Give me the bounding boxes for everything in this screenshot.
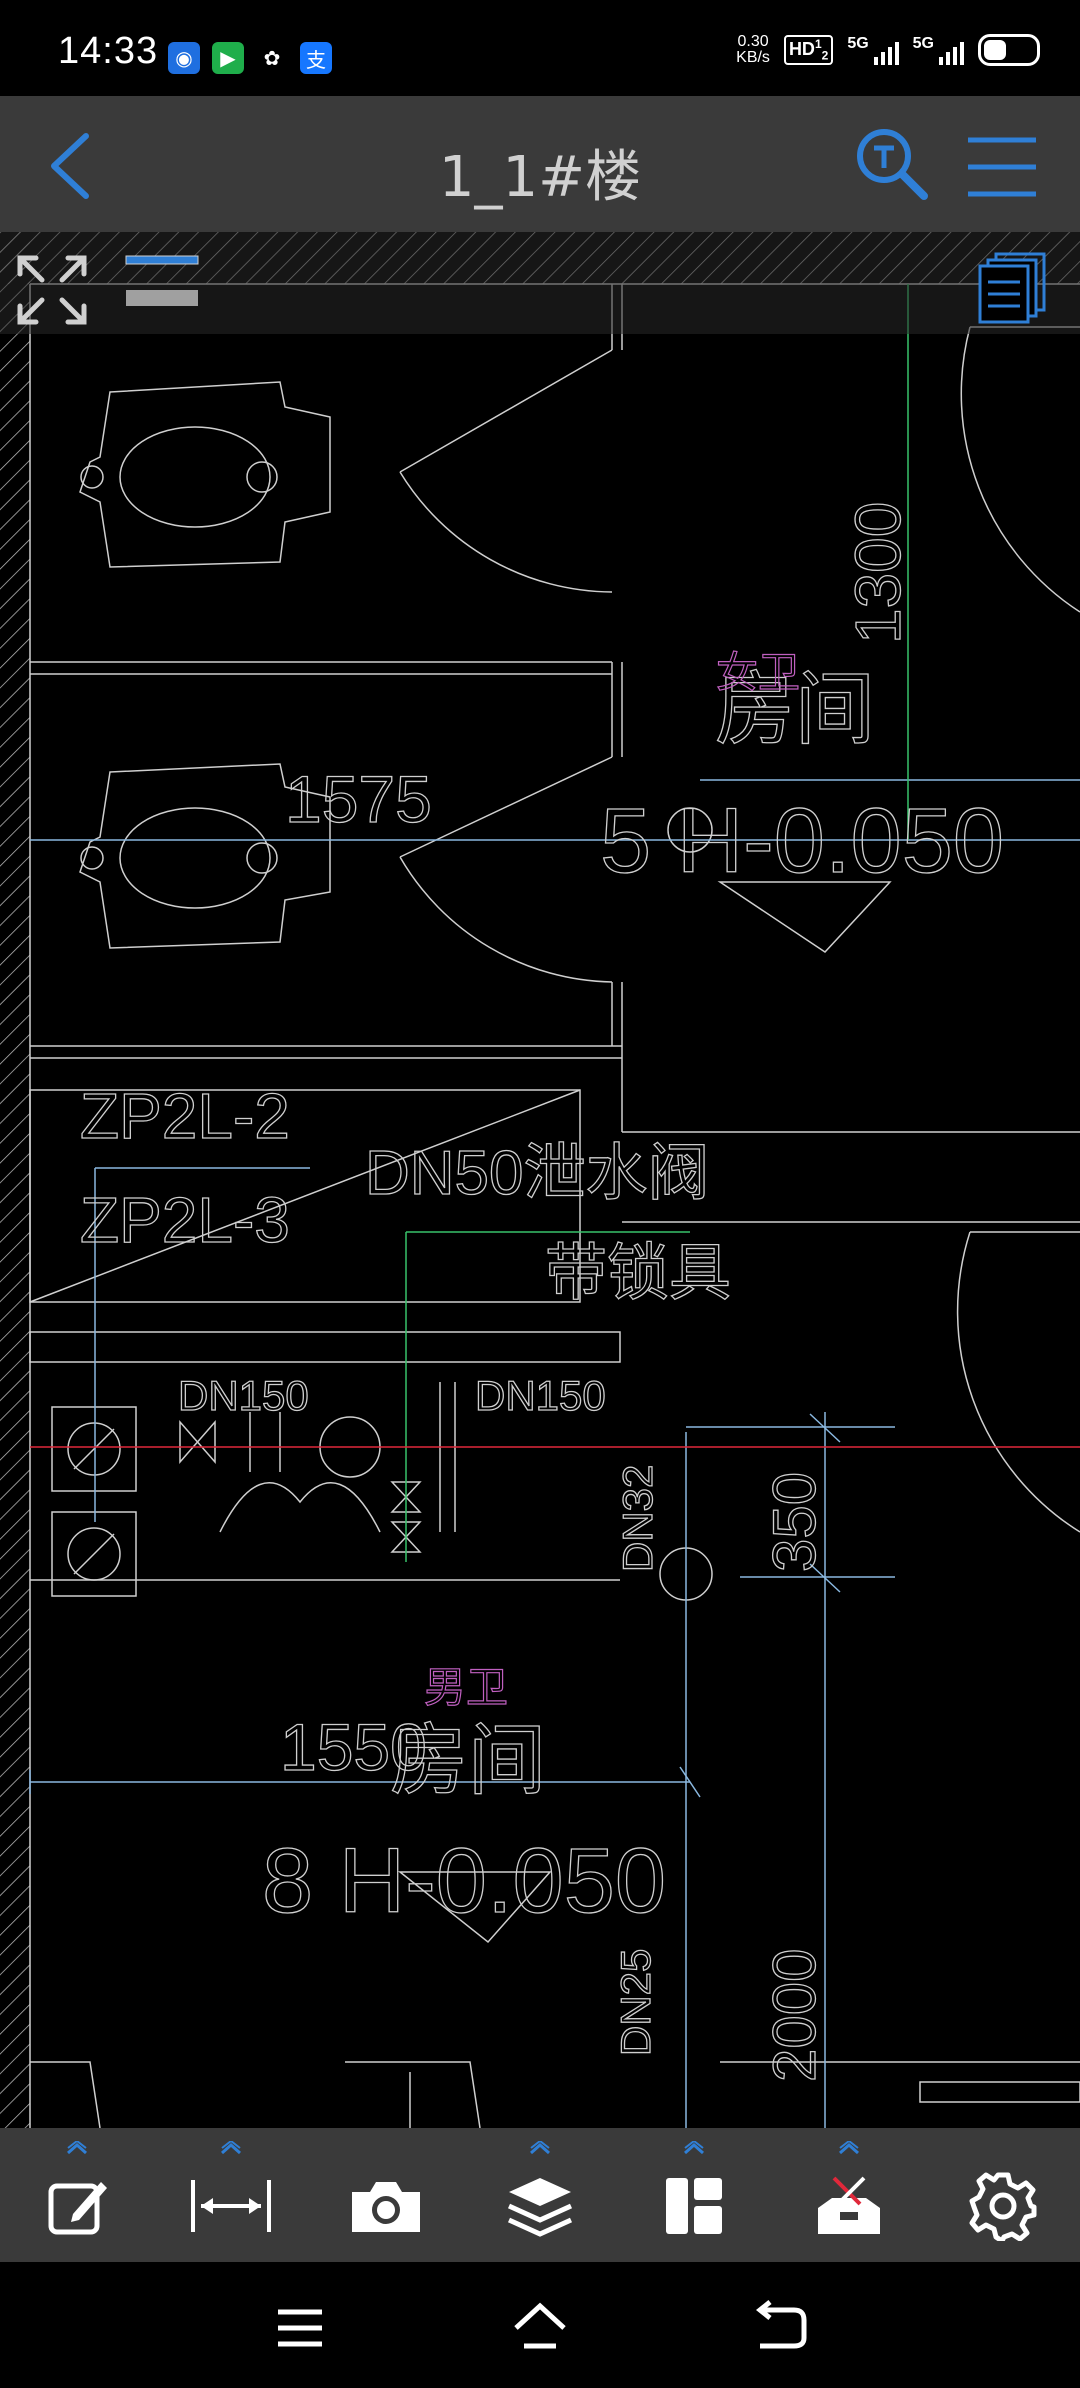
camera-tool-button[interactable]	[331, 2135, 441, 2255]
back-button[interactable]	[36, 126, 116, 206]
page-title: 1_1#楼	[438, 145, 642, 210]
toolbox-button[interactable]	[794, 2135, 904, 2255]
home-icon	[514, 2302, 566, 2349]
nav-menu-button[interactable]	[270, 2298, 330, 2358]
pipe-label-1: ZP2L-2	[80, 1080, 290, 1152]
dn32-label: DN32	[614, 1465, 661, 1572]
hd-badge: HD12	[783, 35, 834, 65]
network-2-label: 5G	[912, 35, 934, 52]
nav-menu-icon	[278, 2309, 322, 2347]
dim-2000: 2000	[761, 1949, 828, 2082]
dn150-label-a: DN150	[178, 1372, 309, 1419]
app-blue-icon: ◉	[168, 42, 200, 74]
alipay-icon: 支	[300, 42, 332, 74]
valve-label-2: 带锁具	[545, 1239, 731, 1308]
room-male-tag: 男卫	[424, 1664, 508, 1711]
bottom-toolbar	[0, 2128, 1080, 2262]
measure-tool-button[interactable]	[176, 2135, 286, 2255]
battery-icon	[978, 34, 1040, 66]
sim1-label: 1	[814, 37, 822, 52]
dim-1550: 1550	[280, 1710, 427, 1784]
text-search-button[interactable]	[852, 124, 932, 204]
room-female-code: 5 H-0.050	[600, 790, 1004, 892]
valve-label-1: DN50泄水阀	[365, 1139, 710, 1208]
camera-icon	[351, 2182, 420, 2232]
cad-drawing[interactable]: 1575 1300 房间 5 H-0.050 ZP2L-2 ZP2L-3 DN5…	[0, 232, 1080, 2128]
dn150-label-b: DN150	[475, 1372, 606, 1419]
expand-up-icon	[838, 2141, 859, 2155]
signal-2-icon: 5G	[913, 35, 964, 65]
room-male-main: 房间	[390, 1716, 546, 1804]
dim-1575: 1575	[285, 762, 432, 836]
layers-tool-button[interactable]	[485, 2135, 595, 2255]
app-clover-icon: ✿	[256, 42, 288, 74]
expand-up-icon	[221, 2141, 242, 2155]
net-speed-value: 0.30	[737, 33, 769, 50]
system-nav-bar	[0, 2262, 1080, 2388]
room-female-main: 房间	[715, 665, 875, 754]
app-green-icon: ▶	[212, 42, 244, 74]
layers-icon	[507, 2178, 573, 2237]
text-search-icon	[857, 129, 928, 200]
net-speed-unit: KB/s	[736, 49, 770, 66]
nav-home-button[interactable]	[510, 2298, 570, 2358]
settings-button[interactable]	[948, 2135, 1058, 2255]
title-bar: 1_1#楼	[0, 96, 1080, 232]
room-female-tag: 女卫	[716, 649, 800, 696]
net-speed: 0.30 KB/s	[736, 34, 770, 66]
layout-icon	[666, 2178, 723, 2234]
expand-up-icon	[67, 2141, 88, 2155]
edit-tool-button[interactable]	[22, 2135, 132, 2255]
left-wall-hatch	[0, 232, 30, 2128]
status-bar: 14:33 ◉ ▶ ✿ 支 0.30 KB/s HD12 5G 5G	[0, 0, 1080, 96]
line-weight-icon	[125, 255, 199, 306]
hd-label: HD	[788, 39, 815, 60]
gear-icon	[969, 2172, 1037, 2241]
measure-icon	[191, 2180, 272, 2232]
fullscreen-button[interactable]	[14, 252, 90, 328]
cad-labels: 1575 1300 房间 5 H-0.050 ZP2L-2 ZP2L-3 DN5…	[79, 501, 1004, 2083]
sim2-label: 2	[821, 48, 829, 63]
expand-icon	[17, 255, 87, 325]
chevron-left-icon	[51, 133, 89, 199]
nav-back-button[interactable]	[750, 2298, 810, 2358]
menu-button[interactable]	[964, 132, 1040, 202]
status-app-icons: ◉ ▶ ✿ 支	[168, 42, 332, 74]
toilet-stalls	[29, 284, 1080, 2128]
drawing-overlay-bar	[0, 232, 1080, 334]
pipe-label-2: ZP2L-3	[80, 1184, 290, 1256]
dim-350: 350	[761, 1472, 828, 1572]
expand-up-icon	[684, 2141, 705, 2155]
hamburger-menu-icon	[968, 137, 1036, 197]
pages-stack-icon	[978, 252, 1046, 324]
dn25-label: DN25	[612, 1949, 659, 2056]
signal-1-icon: 5G	[847, 35, 899, 65]
layout-tool-button[interactable]	[639, 2135, 749, 2255]
green-pipe-lines	[405, 284, 909, 1562]
blue-dimension-lines	[29, 779, 1080, 2128]
line-weight-toggle[interactable]	[124, 252, 204, 312]
room-male-code: 8 H-0.050	[262, 1830, 666, 1932]
dim-1300: 1300	[842, 502, 914, 644]
cad-magenta-labels: 女卫 男卫	[423, 648, 800, 1711]
edit-icon	[48, 2182, 108, 2235]
layout-pages-button[interactable]	[976, 250, 1052, 326]
status-time: 14:33	[58, 30, 159, 72]
toolbox-icon	[817, 2176, 880, 2234]
expand-up-icon	[529, 2141, 550, 2155]
back-arrow-icon	[755, 2300, 807, 2349]
cad-drawing-canvas[interactable]: 1575 1300 房间 5 H-0.050 ZP2L-2 ZP2L-3 DN5…	[0, 232, 1080, 2128]
network-1-label: 5G	[847, 35, 869, 52]
status-indicators: 0.30 KB/s HD12 5G 5G	[736, 34, 1040, 66]
